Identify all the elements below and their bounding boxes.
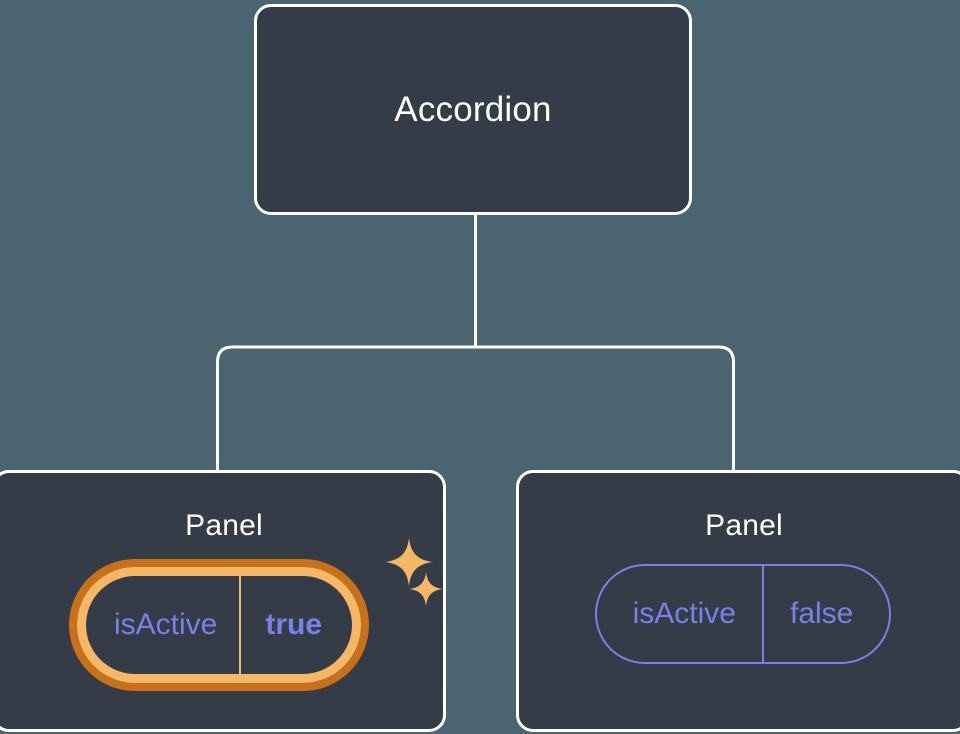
prop-value: false (761, 566, 889, 662)
prop-pill[interactable]: isActive false (594, 564, 892, 664)
node-title: Panel (185, 509, 263, 542)
prop-name: isActive (632, 597, 736, 630)
prop-pill-wrapper: isActive false (519, 564, 960, 664)
node-accordion[interactable]: Accordion (254, 4, 692, 215)
prop-value: true (239, 576, 352, 674)
connector-branch-bus (216, 345, 735, 470)
node-panel-inactive[interactable]: Panel isActive false (516, 470, 960, 732)
prop-pill-wrapper: isActive true (0, 559, 443, 691)
prop-pill-inner: isActive true (76, 567, 362, 683)
node-panel-active[interactable]: Panel isActive true (0, 470, 446, 732)
prop-name: isActive (113, 608, 218, 641)
node-title: Accordion (394, 89, 552, 129)
prop-pill-highlighted[interactable]: isActive true (68, 559, 370, 691)
node-title: Panel (705, 509, 783, 542)
